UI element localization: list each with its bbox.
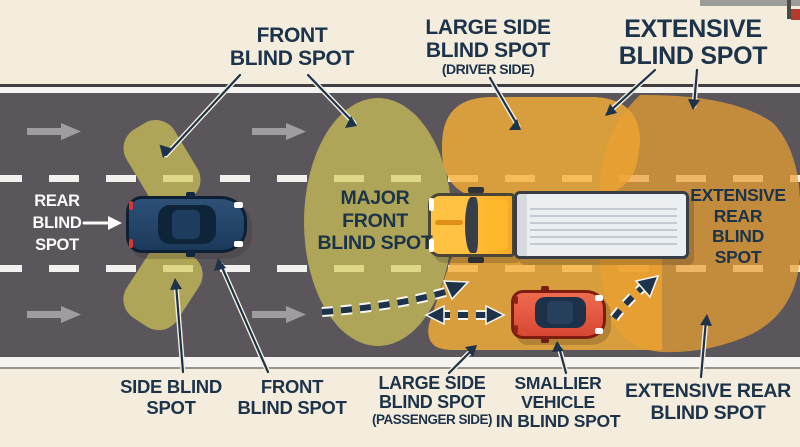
traffic-direction-arrow-icon (252, 123, 306, 140)
zone-car-side-blind-spot (123, 243, 203, 331)
traffic-direction-arrow-icon (27, 123, 81, 140)
label-line: BLIND SPOT (378, 392, 485, 413)
label-line: FRONT (342, 209, 408, 232)
pointer-arrow-front-bottom (214, 258, 271, 375)
label-line: EXTENSIVE REAR (625, 380, 791, 402)
road-bottom-shoulder-line (0, 357, 800, 367)
truck-headlight (429, 198, 434, 211)
truck-cab (428, 187, 515, 263)
label-large-side-driver: LARGE SIDE BLIND SPOT (DRIVER SIDE) (425, 16, 551, 78)
blue-car-taillight (129, 201, 133, 210)
crop-artifact-strip (700, 0, 800, 6)
label-rear-blind-spot: REAR BLIND SPOT (33, 191, 82, 256)
red-car-taillight (514, 325, 518, 333)
truck-hood-stripe (435, 220, 463, 225)
label-extensive-blind-spot: EXTENSIVE BLIND SPOT (618, 15, 768, 70)
red-car-headlight (595, 295, 603, 301)
blue-car-roof (172, 210, 200, 239)
label-line: SIDE BLIND (120, 376, 222, 397)
truck-mirror-top (468, 187, 484, 193)
road-top-edge-line (0, 84, 800, 87)
trailer-front-strip (517, 194, 527, 256)
label-large-side-passenger: LARGE SIDE BLIND SPOT (PASSENGER SIDE) (371, 373, 493, 427)
blue-car-taillight (129, 239, 133, 248)
blue-car-headlight (234, 241, 243, 247)
truck-cab-roof (482, 200, 508, 250)
pointer-arrow-front-top-left (159, 72, 243, 158)
blue-car (126, 192, 247, 257)
label-line: BLIND (32, 213, 82, 232)
road-bottom-edge-line (0, 367, 800, 369)
red-car-roof (547, 301, 573, 324)
blue-car-mirror-bottom (186, 251, 195, 257)
label-line: MAJOR (340, 187, 410, 209)
label-line: EXTENSIVE (690, 185, 786, 205)
label-extensive-rear-bottom: EXTENSIVE REAR BLIND SPOT (625, 380, 791, 425)
label-line: VEHICLE (521, 392, 595, 413)
truck-headlight (429, 239, 434, 252)
blue-car-mirror-top (186, 192, 195, 198)
label-major-front-blind-spot: MAJOR FRONT BLIND SPOT (317, 187, 432, 255)
pointer-arrow-front-top-right (305, 72, 357, 128)
road-top-shoulder-line (0, 87, 800, 93)
pointer-arrow-rear-blind-spot (82, 216, 122, 230)
pointer-arrow-passenger-side (446, 345, 477, 376)
label-line: (PASSENGER SIDE) (371, 411, 493, 427)
label-line: REAR (713, 205, 763, 226)
label-side-blind-spot: SIDE BLIND SPOT (120, 376, 222, 418)
label-line: EXTENSIVE (624, 15, 762, 43)
zone-major-front-blind-spot (304, 98, 452, 346)
traffic-direction-arrow-icon (252, 306, 306, 323)
label-line: SPOT (714, 246, 762, 267)
label-line: SPOT (35, 235, 79, 254)
label-line: SMALLIER (514, 373, 602, 393)
crop-artifact-red (791, 9, 800, 20)
blue-car-headlight (234, 202, 243, 208)
label-line: BLIND (712, 226, 764, 247)
red-car-headlight (595, 328, 603, 334)
trailer-ribs (530, 203, 677, 247)
pointer-arrow-extensive-rear-bottom (698, 314, 712, 380)
pointer-arrow-smaller-vehicle (552, 341, 569, 376)
label-line: FRONT (260, 376, 324, 397)
lane-change-arrow-right (610, 274, 660, 322)
label-line: SPOT (146, 396, 196, 418)
label-line: BLIND SPOT (229, 46, 355, 70)
red-car-taillight (514, 296, 518, 304)
label-line: FRONT (256, 24, 328, 47)
label-line: LARGE SIDE (425, 16, 551, 39)
label-line: BLIND SPOT (618, 42, 768, 70)
label-line: IN BLIND SPOT (495, 411, 621, 432)
traffic-direction-arrow-icon (27, 306, 81, 323)
truck-trailer (514, 191, 689, 259)
label-line: REAR (34, 192, 80, 210)
label-line: BLIND SPOT (425, 38, 551, 62)
pointer-arrow-extensive-right (688, 67, 700, 110)
crop-artifact-line (787, 0, 791, 19)
label-smaller-vehicle: SMALLIER VEHICLE IN BLIND SPOT (495, 373, 621, 432)
truck-mirror-bottom (468, 257, 484, 263)
label-line: (DRIVER SIDE) (441, 61, 535, 78)
label-line: BLIND SPOT (237, 396, 347, 418)
red-car (511, 286, 606, 343)
truck-windshield (465, 197, 478, 253)
red-car-mirror-top (541, 286, 549, 291)
lane-change-arrow-left (321, 280, 470, 317)
label-front-blind-spot-top: FRONT BLIND SPOT (229, 24, 355, 70)
double-headed-arrow (424, 304, 506, 326)
label-line: BLIND SPOT (317, 232, 433, 255)
pointer-arrow-extensive-left (605, 67, 658, 116)
label-line: BLIND SPOT (650, 401, 766, 424)
pointer-arrow-driver-side (487, 75, 521, 130)
label-line: LARGE SIDE (378, 373, 486, 393)
label-front-blind-spot-bottom: FRONT BLIND SPOT (237, 376, 347, 418)
red-car-mirror-bottom (541, 338, 549, 343)
zone-large-side-driver (442, 97, 640, 200)
pointer-arrow-side-bottom (170, 278, 186, 375)
label-extensive-rear-zone: EXTENSIVE REAR BLIND SPOT (690, 185, 786, 268)
